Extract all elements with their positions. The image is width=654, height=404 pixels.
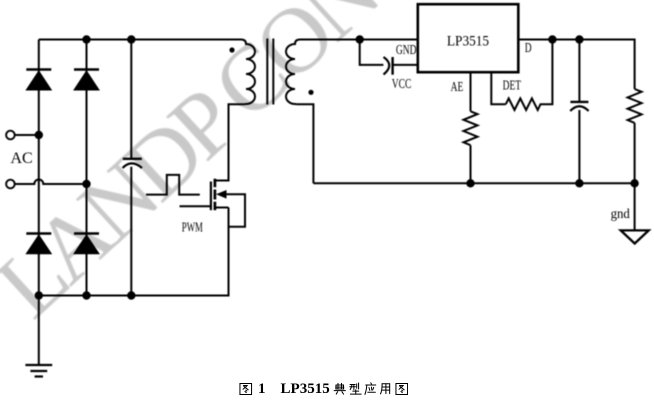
caption-cjk-glyph (349, 382, 362, 395)
load-resistor (624, 88, 645, 124)
diode-bottom-right (73, 232, 100, 255)
pwm-label: PWM (182, 220, 204, 236)
wire-body-tie (222, 193, 246, 228)
transformer-core (266, 38, 275, 105)
ac-label: AC (11, 150, 33, 167)
pin-d-label: D (525, 39, 532, 55)
figure-caption: 1 LP3515 (239, 381, 410, 397)
mosfet-body-arrow (216, 190, 227, 199)
chip-label: LP3515 (447, 33, 489, 50)
wire-output-top-rail (518, 38, 636, 89)
caption-cjk-glyph (380, 383, 391, 395)
pin-ae-label: AE (451, 78, 464, 94)
pwm-pulse-waveform (146, 173, 200, 196)
caption-cjk-glyph (395, 382, 408, 396)
ic-lp3515-box (416, 2, 520, 74)
bridge-rectifier (25, 68, 100, 255)
earth-ground-symbol (25, 363, 53, 378)
caption-text-run: 1 LP3515 (254, 380, 334, 397)
wire-det-branch (490, 72, 506, 106)
transformer-secondary-winding (285, 38, 315, 184)
transformer-secondary-phase-dot (308, 89, 314, 95)
caption-cjk-glyph (239, 382, 253, 396)
vcc-cap-curved-plate (382, 56, 391, 76)
gnd-label: gnd (611, 206, 631, 221)
transformer-primary-winding (240, 38, 256, 106)
pin-gnd-label: GND (396, 41, 417, 57)
ae-resistor (460, 110, 481, 147)
junction-dots (34, 35, 639, 300)
caption-cjk-glyph (334, 382, 347, 395)
diode-top-left (25, 68, 53, 91)
wire-bottom-rail-primary (38, 207, 230, 297)
bulk-cap-curved-plate (121, 162, 143, 169)
diode-bottom-left (25, 232, 53, 255)
caption-cjk-glyph (364, 382, 377, 395)
ac-terminal-top (5, 129, 16, 141)
pin-vcc-label: VCC (392, 75, 412, 91)
outcap-curved-plate (569, 105, 590, 112)
ac-terminal-bottom (5, 178, 16, 190)
transformer-primary-phase-dot (229, 47, 235, 53)
wire-ac-neutral (14, 178, 87, 185)
gnd-triangle-symbol (617, 229, 652, 246)
det-resistor (504, 39, 554, 113)
wire-drain (214, 103, 241, 182)
diode-top-right (73, 68, 100, 91)
pin-det-label: DET (503, 76, 522, 92)
wire-vcc-branch (358, 39, 384, 66)
